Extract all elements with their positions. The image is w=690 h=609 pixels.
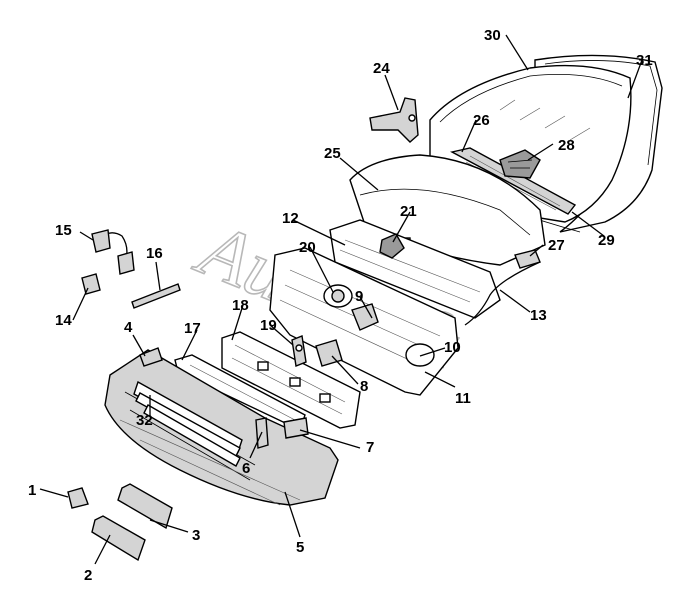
inner-frame bbox=[269, 247, 459, 396]
callout-7: 7 bbox=[366, 439, 374, 456]
license-plate-frame bbox=[117, 483, 173, 530]
bumper-bracket-left bbox=[139, 347, 163, 367]
lock-mechanism bbox=[379, 233, 405, 259]
callout-20: 20 bbox=[299, 239, 316, 256]
callout-6: 6 bbox=[242, 460, 250, 477]
callout-19: 19 bbox=[260, 317, 277, 334]
latch-disc bbox=[331, 289, 345, 303]
callout-5: 5 bbox=[296, 539, 304, 556]
license-plate bbox=[91, 515, 146, 562]
callout-30: 30 bbox=[484, 27, 501, 44]
callout-28: 28 bbox=[558, 137, 575, 154]
callout-18: 18 bbox=[232, 297, 249, 314]
callout-29: 29 bbox=[598, 232, 615, 249]
callout-24: 24 bbox=[373, 60, 390, 77]
callout-3: 3 bbox=[192, 527, 200, 544]
callout-10: 10 bbox=[444, 339, 461, 356]
wiring-harness bbox=[91, 229, 135, 275]
callout-11: 11 bbox=[455, 390, 471, 407]
lamp-holder bbox=[81, 273, 101, 295]
callout-9: 9 bbox=[355, 288, 363, 305]
callout-12: 12 bbox=[282, 210, 299, 227]
callout-27: 27 bbox=[548, 237, 565, 254]
callout-32: 32 bbox=[136, 412, 153, 429]
callout-13: 13 bbox=[530, 307, 547, 324]
callout-16: 16 bbox=[146, 245, 163, 262]
trim-strip bbox=[131, 283, 181, 309]
callout-1: 1 bbox=[28, 482, 36, 499]
callout-31: 31 bbox=[636, 52, 653, 69]
latch-striker bbox=[291, 335, 307, 367]
leader-lines bbox=[39, 34, 643, 565]
callout-21: 21 bbox=[400, 203, 417, 220]
tailgate-hinge bbox=[369, 97, 419, 143]
callout-14: 14 bbox=[55, 312, 72, 329]
callout-8: 8 bbox=[360, 378, 368, 395]
callout-17: 17 bbox=[184, 320, 201, 337]
callout-26: 26 bbox=[473, 112, 490, 129]
callout-15: 15 bbox=[55, 222, 72, 239]
release-cable bbox=[464, 261, 541, 326]
callout-25: 25 bbox=[324, 145, 341, 162]
callout-2: 2 bbox=[84, 567, 92, 584]
high-stop-lamp bbox=[499, 149, 541, 179]
reinforcement-beam bbox=[221, 331, 361, 429]
callout-4: 4 bbox=[124, 319, 133, 336]
bumper-bracket-right bbox=[283, 417, 309, 439]
plate-lamp bbox=[67, 487, 89, 509]
bumper-grille bbox=[135, 392, 241, 467]
